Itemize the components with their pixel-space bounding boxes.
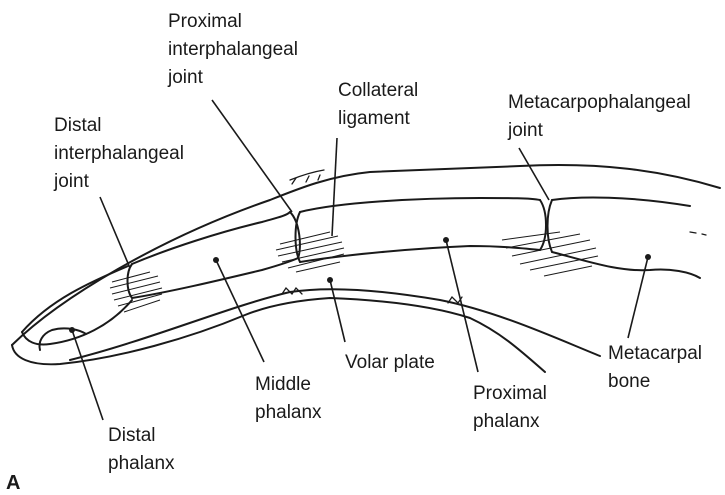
label-collateral-ligament: Collateral ligament — [338, 80, 424, 129]
marker-metacarpal-bone — [645, 254, 651, 260]
dip-ligament-hatching — [110, 272, 162, 312]
marker-volar-plate — [327, 277, 333, 283]
label-mcp-joint: Metacarpophalangeal joint — [507, 92, 696, 141]
marker-proximal-phalanx — [443, 237, 449, 243]
label-dip-joint: Distal interphalangeal joint — [53, 115, 189, 192]
mcp-ligament-hatching — [502, 232, 598, 276]
distal-phalanx-bone — [22, 266, 132, 350]
collateral-ligament-hatching — [276, 232, 344, 272]
leader-collateral-ligament — [332, 138, 337, 236]
panel-label: A — [6, 472, 20, 494]
metacarpal-bone-shape — [548, 198, 707, 278]
label-metacarpal-bone: Metacarpal bone — [608, 343, 707, 392]
finger-outline — [12, 165, 720, 372]
label-pip-joint: Proximal interphalangeal joint — [167, 11, 303, 88]
leader-dip-joint — [100, 197, 130, 268]
leader-pip-joint — [212, 100, 292, 212]
label-proximal-phalanx: Proximal phalanx — [473, 383, 552, 432]
label-volar-plate: Volar plate — [345, 352, 435, 373]
leader-distal-phalanx — [72, 330, 103, 420]
label-distal-phalanx: Distal phalanx — [108, 425, 175, 474]
middle-phalanx-bone — [128, 212, 300, 298]
label-middle-phalanx: Middle phalanx — [255, 374, 322, 423]
marker-distal-phalanx — [69, 327, 75, 333]
leader-proximal-phalanx — [446, 240, 478, 372]
marker-middle-phalanx — [213, 257, 219, 263]
leader-mcp-joint — [519, 148, 549, 200]
